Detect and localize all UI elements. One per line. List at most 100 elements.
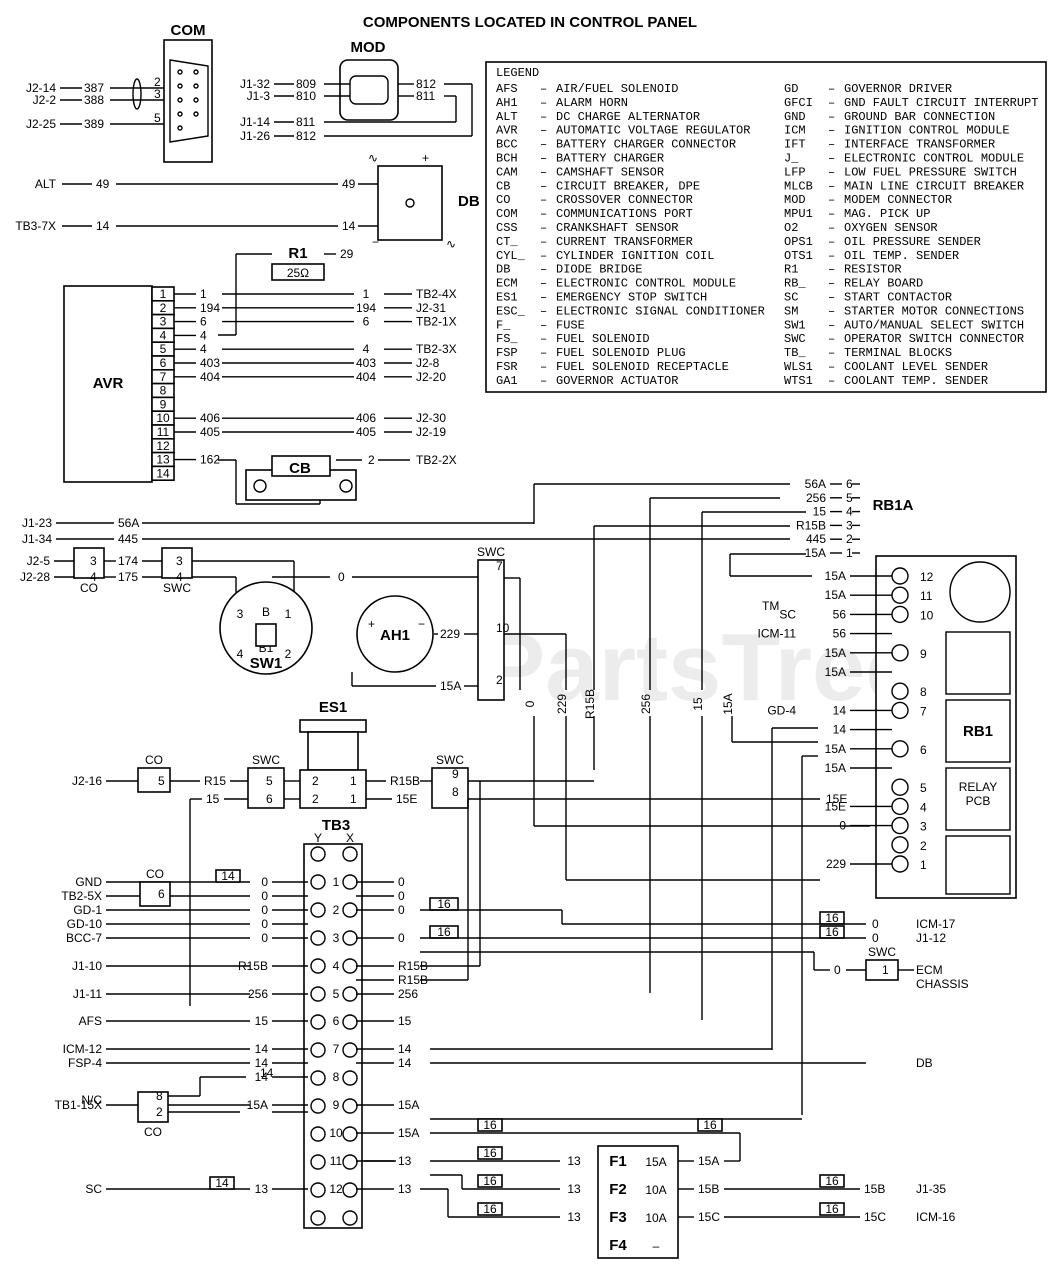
resistor-r1 <box>271 263 325 281</box>
legend-abbr: WLS1 <box>784 360 813 374</box>
legend-abbr: AH1 <box>496 96 518 110</box>
mod-wire: 812 <box>296 129 316 143</box>
fuse-rating: 15A <box>645 1155 666 1169</box>
swc-col-pin: 10 <box>496 621 510 635</box>
plus-icon: + <box>422 151 429 165</box>
tb3-terminal-number: 3 <box>333 931 340 945</box>
tag-16-b: 16 <box>437 925 451 939</box>
legend-dash: – <box>540 110 547 124</box>
tag-16-e: 16 <box>483 1118 497 1132</box>
avr-wire-far: 1 <box>363 287 370 301</box>
avr-dest: TB2-4X <box>416 287 457 301</box>
avr-dest: J2-30 <box>416 411 446 425</box>
j112-wire: 0 <box>872 931 879 945</box>
tb3-left-wire: 14 <box>255 1056 269 1070</box>
legend-desc: OIL TEMP. SENDER <box>844 249 959 263</box>
fuse-in-wire: 13 <box>567 1154 581 1168</box>
fuse-tag: 16 <box>483 1174 497 1188</box>
legend-dash: – <box>828 318 835 332</box>
legend-dash: – <box>828 110 835 124</box>
legend-desc: CAMSHAFT SENSOR <box>556 165 664 179</box>
legend-desc: COOLANT TEMP. SENDER <box>844 374 988 388</box>
cb-label: CB <box>289 460 311 477</box>
tb3-left-wire: 15 <box>255 1014 269 1028</box>
es1-contacts <box>299 769 367 809</box>
co-label: CO <box>80 581 98 595</box>
tb3-left-ref: SC <box>85 1182 102 1196</box>
fuse-rating: 10A <box>645 1183 666 1197</box>
relay-wire: 14 <box>833 703 847 717</box>
icm17-wire: 0 <box>872 917 879 931</box>
legend-abbr: COM <box>496 207 518 221</box>
legend-abbr: MPU1 <box>784 207 813 221</box>
legend-dash: – <box>828 263 835 277</box>
r1-wire: 29 <box>340 247 354 261</box>
es1-contact-a2: 2 <box>312 792 319 806</box>
legend-abbr: FSR <box>496 360 518 374</box>
rb1-label: RB1 <box>963 723 993 740</box>
relay-terminal-screw <box>891 836 909 854</box>
sw1-wire-0: 0 <box>338 570 345 584</box>
com-pin-icon <box>193 111 199 117</box>
avr-wire-far: 6 <box>363 315 370 329</box>
legend-abbr: F_ <box>496 318 511 332</box>
legend-desc: FUEL SOLENOID RECEPTACLE <box>556 360 729 374</box>
legend-box <box>485 61 1047 393</box>
relay-wire: 15A <box>825 588 846 602</box>
es1-label: ES1 <box>319 699 347 716</box>
com-pin: 5 <box>154 111 161 125</box>
legend-dash: – <box>540 165 547 179</box>
fuse-in-wire: 13 <box>567 1210 581 1224</box>
swc-connector <box>161 547 193 579</box>
com-pin: 2 <box>154 75 161 89</box>
legend-desc: AIR/FUEL SOLENOID <box>556 82 678 96</box>
legend-desc: IGNITION CONTROL MODULE <box>844 124 1010 138</box>
legend-abbr: CSS <box>496 221 518 235</box>
co-label-nc: CO <box>144 1125 162 1139</box>
tb3-left-wire: 256 <box>248 987 268 1001</box>
tb3-terminal-number: 8 <box>333 1070 340 1084</box>
relay-wire: 15A <box>825 646 846 660</box>
co-connector-tb3 <box>139 881 171 907</box>
legend-abbr: MOD <box>784 193 806 207</box>
tb3-y-screw <box>310 1098 326 1114</box>
legend-abbr: ALT <box>496 110 518 124</box>
tag-16-a: 16 <box>437 897 451 911</box>
avr-terminal-number: 11 <box>157 425 170 439</box>
sw1-terminal: B <box>262 605 270 619</box>
avr-wire-far: 194 <box>356 301 376 315</box>
legend-abbr: AFS <box>496 82 518 96</box>
legend-abbr: DB <box>496 263 510 277</box>
legend-desc: CRANKSHAFT SENSOR <box>556 221 678 235</box>
relay-terminal-number: 12 <box>920 570 934 584</box>
co-connector <box>73 547 105 579</box>
sw1-terminal: 2 <box>285 647 292 661</box>
sw1-contact <box>255 623 277 647</box>
tb3-y-screw <box>310 874 326 890</box>
avr-dest: TB2-3X <box>416 342 457 356</box>
mod-insert <box>349 75 389 105</box>
legend-abbr: WTS1 <box>784 374 813 388</box>
legend-dash: – <box>540 277 547 291</box>
es1-wire-r15: R15 <box>204 774 226 788</box>
tb3-left-ref: ICM-12 <box>63 1042 103 1056</box>
fuse-dest-tag: 16 <box>825 1202 839 1216</box>
tag-box <box>697 1118 723 1132</box>
com-pin-icon <box>177 69 183 75</box>
legend-desc: FUEL SOLENOID <box>556 332 650 346</box>
vertical-wire-label: 0 <box>523 700 537 707</box>
legend-abbr: BCC <box>496 138 518 152</box>
com-pin-icon <box>177 97 183 103</box>
avr-wire: 406 <box>200 411 220 425</box>
avr-dest: J2-20 <box>416 370 446 384</box>
legend-abbr: O2 <box>784 221 798 235</box>
es1-wire-15: 15 <box>206 792 220 806</box>
es1-contact-b2: 1 <box>350 792 357 806</box>
ah1-label: AH1 <box>380 627 410 644</box>
j1-wire: 56A <box>118 516 139 530</box>
tb3-left-wire: 15A <box>247 1098 268 1112</box>
mod-wire: 811 <box>296 115 315 129</box>
nc-label: N/C <box>81 1093 102 1107</box>
